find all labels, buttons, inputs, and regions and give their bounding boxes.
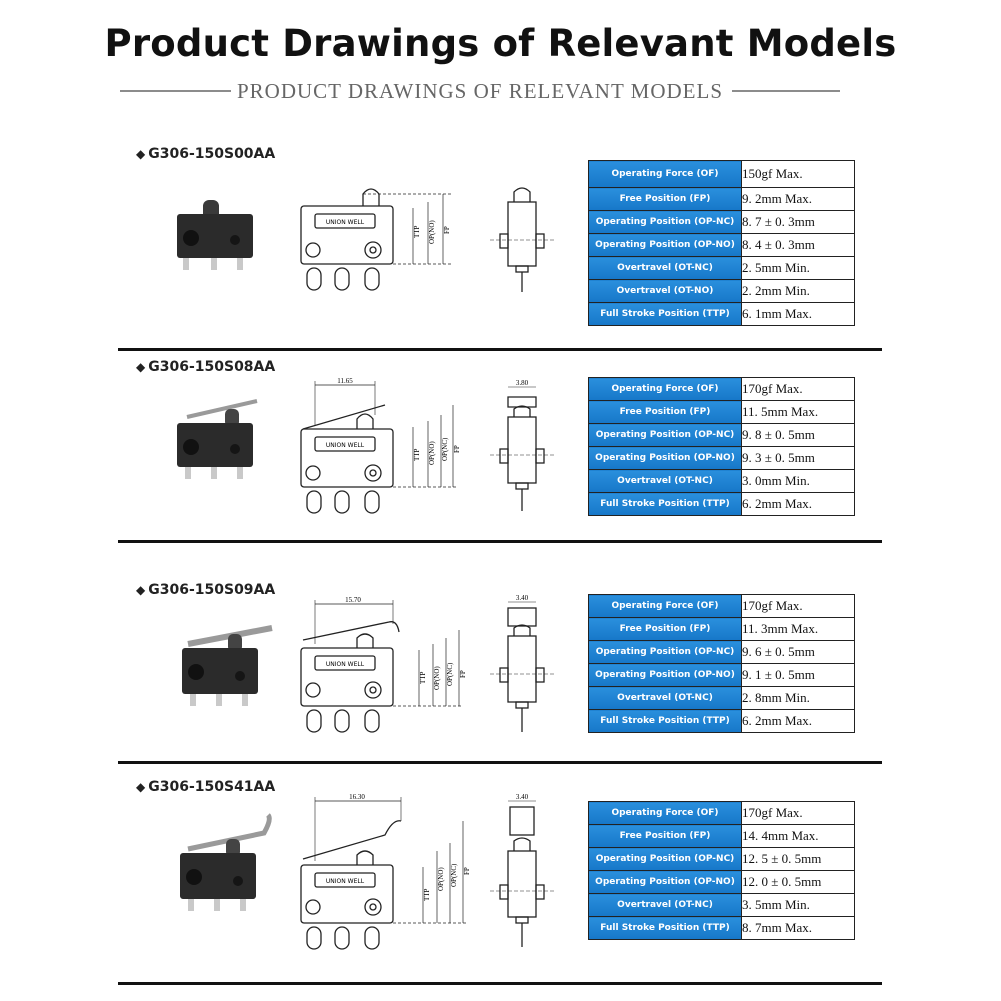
dimension-label: 3.40 [516,594,529,602]
table-row: Full Stroke Position (TTP)6. 1mm Max. [588,302,855,326]
dimension-label: 16.30 [349,793,365,801]
model-section-3: ◆G306-150S09AA 1 [118,578,882,758]
table-row: Operating Position (OP-NC)8. 7 ± 0. 3mm [588,210,855,234]
table-row: Operating Force (OF)150gf Max. [588,160,855,188]
brand-label: UNION WELL [326,219,365,226]
svg-text:OP(NC): OP(NC) [450,863,458,887]
switch-side-drawing: 3.40 [490,594,554,732]
dimension-label: 11.65 [337,377,353,385]
diamond-bullet-icon: ◆ [136,147,146,161]
page-title: Product Drawings of Relevant Models [104,22,897,65]
table-row: Overtravel (OT-NC)3. 5mm Min. [588,893,855,917]
switch-front-drawing: UNION WELL TTP OP(NO) FP [300,188,453,291]
table-row: Full Stroke Position (TTP)6. 2mm Max. [588,709,855,733]
table-row: Operating Position (OP-NO)9. 3 ± 0. 5mm [588,446,855,470]
model-name: ◆G306-150S09AA [136,582,276,598]
diamond-bullet-icon: ◆ [136,360,146,374]
table-row: Free Position (FP)9. 2mm Max. [588,187,855,211]
table-row: Operating Force (OF)170gf Max. [588,801,855,825]
diamond-bullet-icon: ◆ [136,780,146,794]
svg-text:OP(NO): OP(NO) [428,441,436,465]
switch-photo [177,399,258,479]
svg-text:FP: FP [463,867,471,875]
table-row: Operating Position (OP-NC)9. 6 ± 0. 5mm [588,640,855,664]
subtitle: PRODUCT DRAWINGS OF RELEVANT MODELS [230,79,730,103]
model-section-1: ◆G306-150S00AA UNION WELL TTP OP(NO) [118,140,882,345]
switch-photo [177,200,253,270]
table-row: Operating Position (OP-NC)9. 8 ± 0. 5mm [588,423,855,447]
table-row: Operating Force (OF)170gf Max. [588,377,855,401]
subtitle-row: PRODUCT DRAWINGS OF RELEVANT MODELS [120,78,840,104]
svg-text:FP: FP [453,445,461,453]
section-divider [118,348,882,351]
spec-table: Operating Force (OF)170gf Max. Free Posi… [588,377,855,516]
model-section-2: ◆G306-150S08AA 1 [118,355,882,540]
svg-text:OP(NC): OP(NC) [446,662,454,686]
table-row: Operating Force (OF)170gf Max. [588,594,855,618]
dimension-label: 3.80 [516,379,529,387]
svg-text:TTP: TTP [413,225,421,238]
svg-text:OP(NO): OP(NO) [428,220,436,244]
svg-text:OP(NO): OP(NO) [433,666,441,690]
table-row: Full Stroke Position (TTP)8. 7mm Max. [588,916,855,940]
section-divider [118,761,882,764]
table-row: Free Position (FP)11. 3mm Max. [588,617,855,641]
spec-table: Operating Force (OF)150gf Max. Free Posi… [588,160,855,326]
spec-table: Operating Force (OF)170gf Max. Free Posi… [588,594,855,733]
table-row: Operating Position (OP-NO)12. 0 ± 0. 5mm [588,870,855,894]
section-divider [118,982,882,985]
switch-side-drawing: 3.40 [490,793,554,947]
switch-side-drawing [490,187,554,292]
switch-front-drawing: 16.30 UNION WELL TTP OP(NO) OP(NC) FP [300,793,471,950]
model-section-4: ◆G306-150S41AA 1 [118,775,882,975]
svg-text:TTP: TTP [419,671,427,684]
diamond-bullet-icon: ◆ [136,583,146,597]
model-name: ◆G306-150S00AA [136,146,276,162]
svg-text:TTP: TTP [413,448,421,461]
subtitle-rule-left [120,90,246,92]
table-row: Free Position (FP)11. 5mm Max. [588,400,855,424]
switch-front-drawing: 11.65 UNION WELL TTP OP(NO) OP(NC) FP [300,377,461,514]
table-row: Operating Position (OP-NO)8. 4 ± 0. 3mm [588,233,855,257]
table-row: Full Stroke Position (TTP)6. 2mm Max. [588,492,855,516]
switch-photo [180,813,272,911]
spec-table: Operating Force (OF)170gf Max. Free Posi… [588,801,855,940]
table-row: Overtravel (OT-NC)2. 8mm Min. [588,686,855,710]
dimension-label: 3.40 [516,793,529,801]
table-row: Overtravel (OT-NC)3. 0mm Min. [588,469,855,493]
brand-label: UNION WELL [326,878,365,885]
svg-text:FP: FP [443,226,451,234]
brand-label: UNION WELL [326,442,365,449]
table-row: Operating Position (OP-NC)12. 5 ± 0. 5mm [588,847,855,871]
dimension-label: 15.70 [345,596,361,604]
switch-side-drawing: 3.80 [490,379,554,511]
svg-text:TTP: TTP [423,888,431,901]
svg-text:OP(NO): OP(NO) [437,867,445,891]
model-name: ◆G306-150S41AA [136,779,276,795]
subtitle-rule-right [732,90,840,92]
svg-text:OP(NC): OP(NC) [441,437,449,461]
svg-text:FP: FP [459,670,467,678]
table-row: Free Position (FP)14. 4mm Max. [588,824,855,848]
switch-photo [182,625,273,706]
model-name: ◆G306-150S08AA [136,359,276,375]
table-row: Overtravel (OT-NO)2. 2mm Min. [588,279,855,303]
table-row: Overtravel (OT-NC)2. 5mm Min. [588,256,855,280]
section-divider [118,540,882,543]
table-row: Operating Position (OP-NO)9. 1 ± 0. 5mm [588,663,855,687]
brand-label: UNION WELL [326,661,365,668]
switch-front-drawing: 15.70 UNION WELL TTP OP(NO) OP(NC) FP [300,596,467,733]
